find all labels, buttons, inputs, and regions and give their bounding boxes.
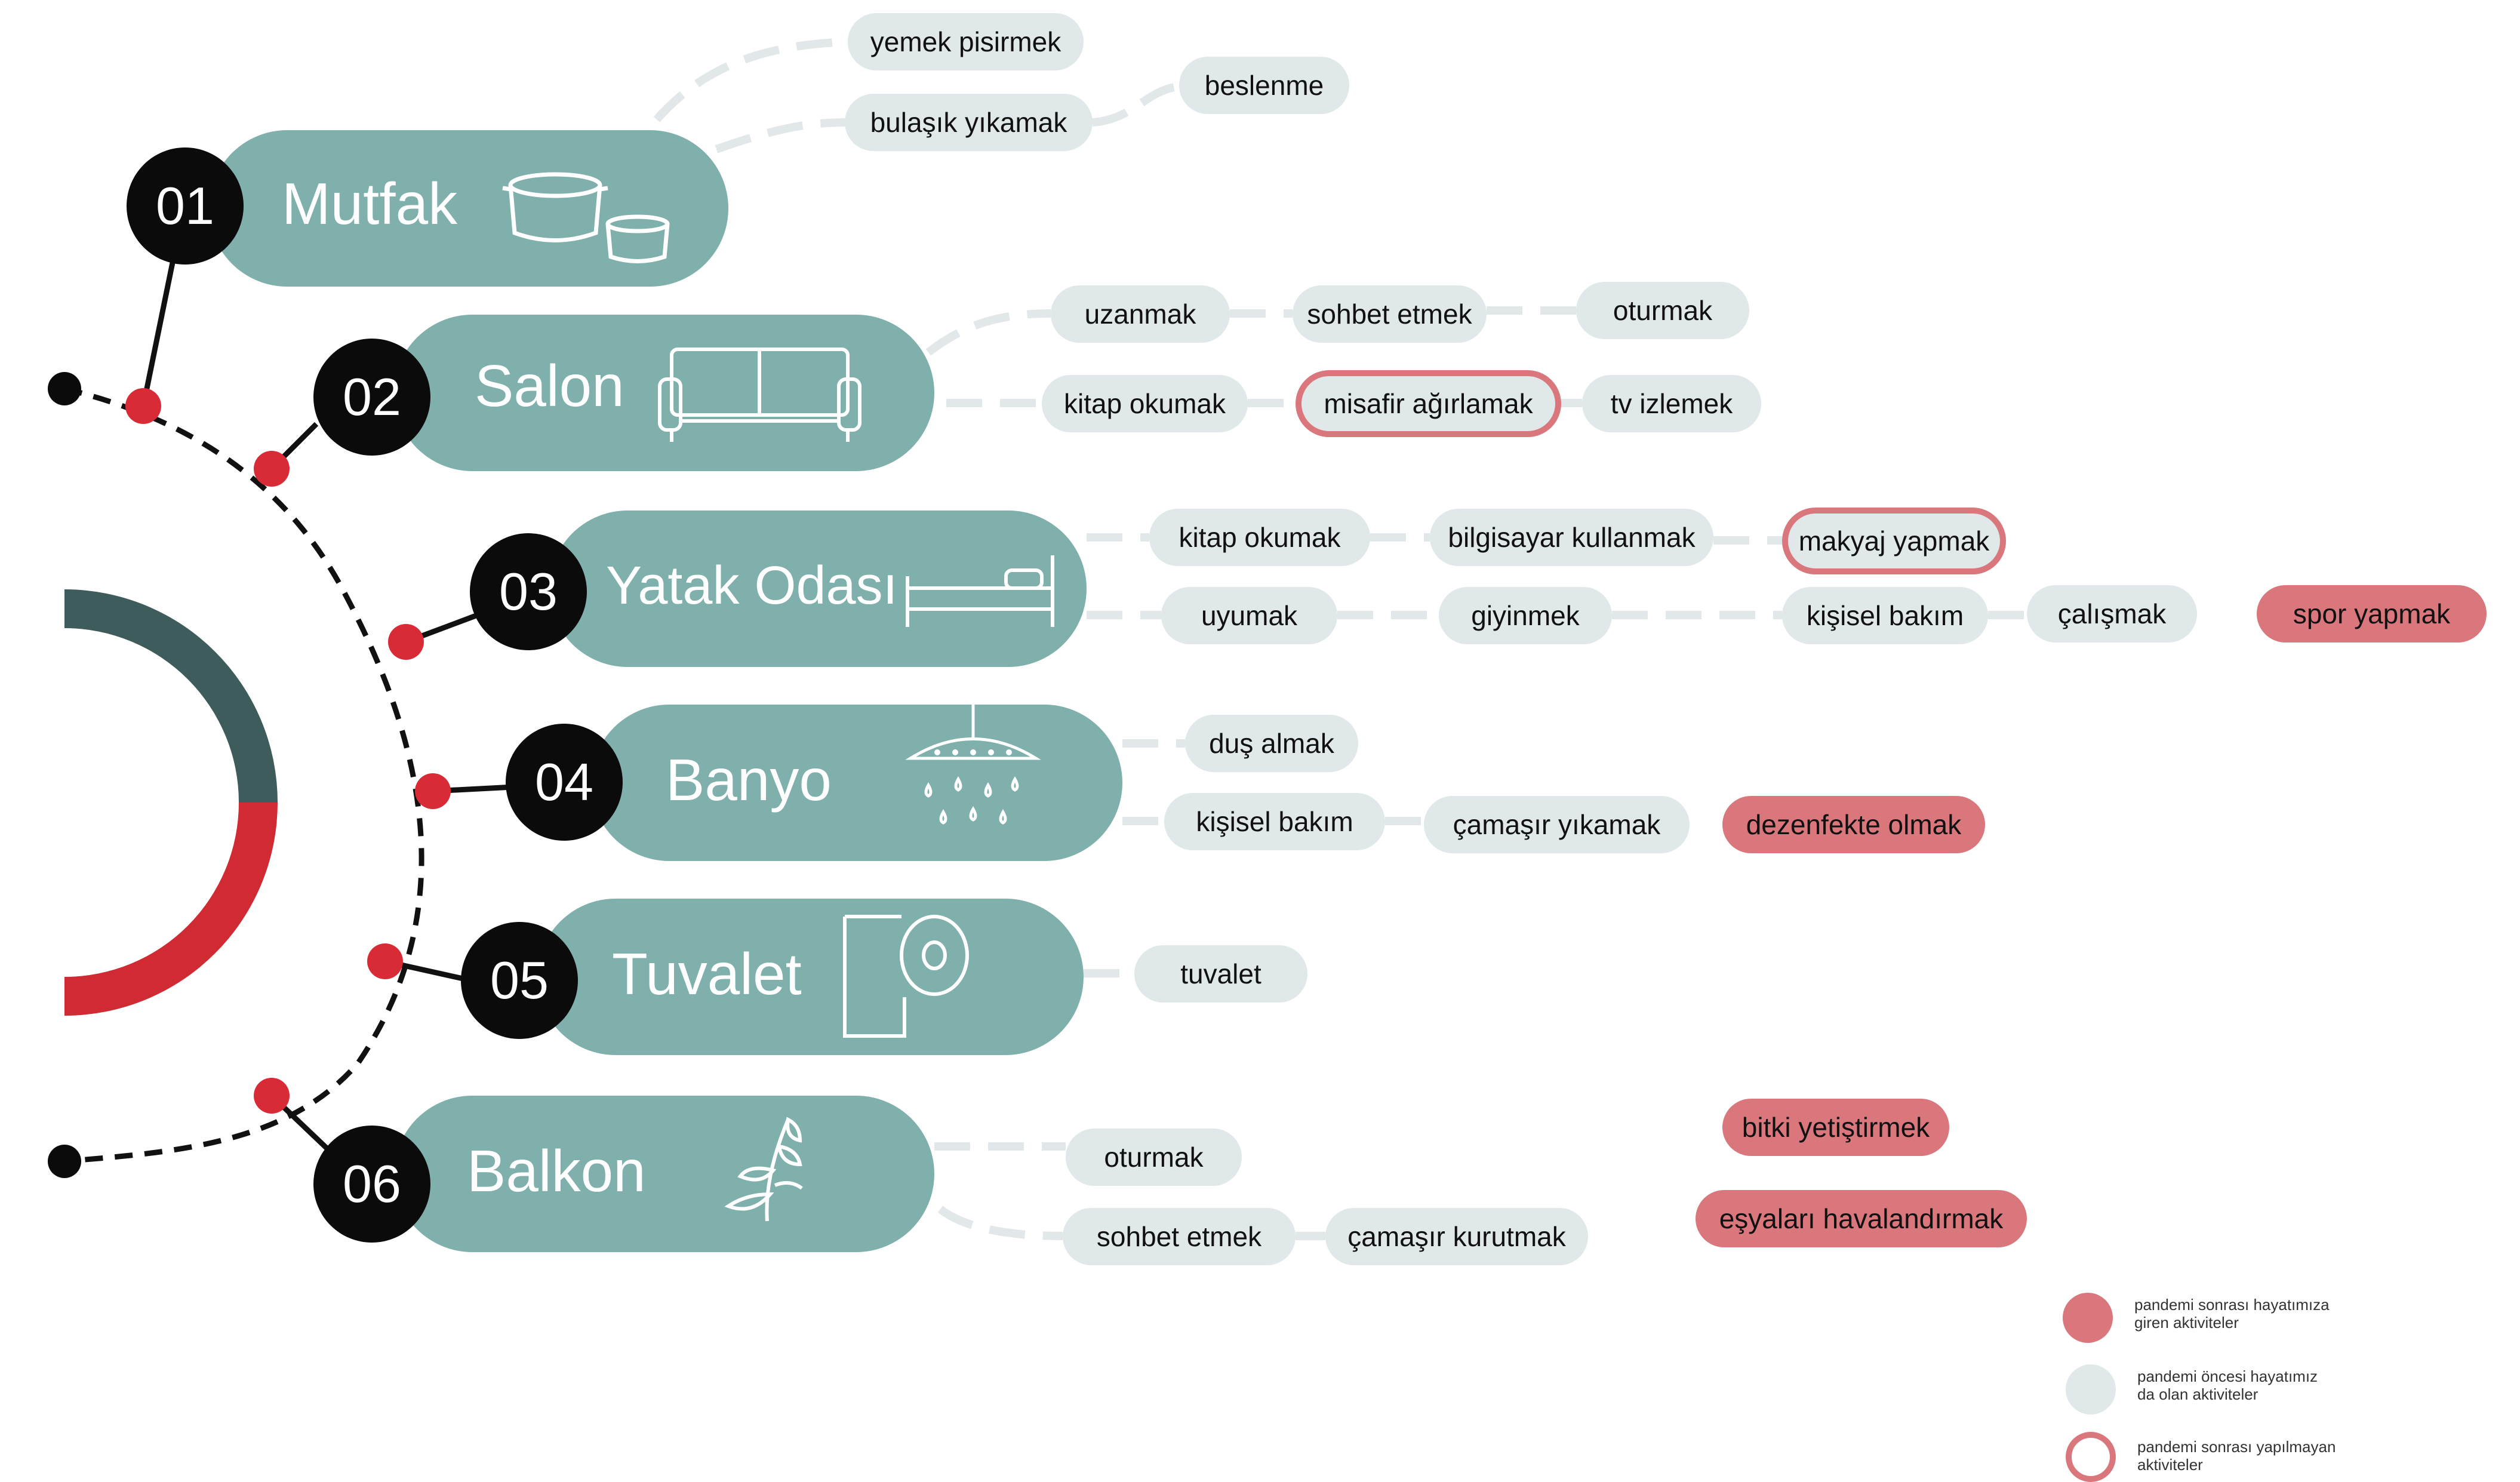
- activity-pill: yemek pisirmek: [848, 13, 1084, 70]
- arc-dark: [64, 589, 278, 803]
- activity-pill: çamaşır yıkamak: [1424, 796, 1690, 853]
- activity-pill: bulaşık yıkamak: [845, 94, 1093, 151]
- bed-icon: [906, 555, 1054, 627]
- sofa-icon: [658, 348, 861, 442]
- room-number: 05: [461, 922, 578, 1039]
- activity-pill: çamaşır kurutmak: [1325, 1208, 1588, 1265]
- activity-pill-not-done: makyaj yapmak: [1782, 508, 2006, 574]
- room-name: Salon: [475, 353, 624, 419]
- activity-pill: tuvalet: [1134, 945, 1307, 1003]
- activity-pill: uyumak: [1161, 587, 1337, 644]
- room-number: 01: [127, 147, 244, 265]
- activity-pill: kitap okumak: [1149, 509, 1370, 566]
- room-tuvalet: [537, 899, 1084, 1055]
- room-name: Yatak Odası: [606, 556, 898, 616]
- timeline-end: [48, 1145, 81, 1178]
- timeline-arc: [63, 386, 424, 1164]
- legend-swatch-pre: [2066, 1364, 2116, 1415]
- pots-icon: [502, 172, 670, 263]
- shower-icon: [905, 702, 1041, 825]
- room-name: Banyo: [666, 747, 832, 813]
- room-number: 02: [313, 339, 430, 456]
- activity-pill: sohbet etmek: [1063, 1208, 1296, 1265]
- legend-label: pandemi sonrası yapılmayan aktiviteler: [2137, 1438, 2336, 1474]
- activity-pill: giyinmek: [1439, 587, 1612, 644]
- room-banyo: [591, 705, 1122, 861]
- activity-pill: bilgisayar kullanmak: [1430, 509, 1713, 566]
- room-balkon: [394, 1096, 934, 1252]
- activity-pill: duş almak: [1185, 715, 1358, 772]
- activity-pill: beslenme: [1179, 57, 1349, 114]
- activity-pill: kitap okumak: [1042, 375, 1248, 432]
- activity-pill-new: eşyaları havalandırmak: [1696, 1190, 2027, 1247]
- activity-pill: kişisel bakım: [1164, 793, 1385, 850]
- activity-pill: tv izlemek: [1582, 375, 1761, 432]
- room-name: Balkon: [467, 1138, 646, 1204]
- plant-icon: [724, 1117, 803, 1222]
- activity-pill-not-done: misafir ağırlamak: [1296, 370, 1561, 437]
- timeline-start: [48, 372, 81, 405]
- activity-pill-new: spor yapmak: [2257, 585, 2487, 642]
- activity-pill: uzanmak: [1051, 285, 1230, 343]
- room-name: Mutfak: [282, 171, 458, 236]
- room-salon: [394, 315, 934, 471]
- room-number: 06: [313, 1126, 430, 1243]
- activity-pill: sohbet etmek: [1293, 285, 1487, 343]
- activity-pill-new: dezenfekte olmak: [1722, 796, 1985, 853]
- legend-label: pandemi öncesi hayatımız da olan aktivit…: [2137, 1367, 2318, 1403]
- room-name: Tuvalet: [612, 941, 802, 1007]
- arc-red: [64, 803, 278, 1016]
- activity-pill: çalışmak: [2027, 585, 2197, 642]
- toilet-paper-icon: [843, 915, 969, 1038]
- activity-pill: oturmak: [1576, 282, 1749, 339]
- room-number: 03: [470, 533, 587, 650]
- legend-label: pandemi sonrası hayatımıza giren aktivit…: [2134, 1296, 2330, 1332]
- activity-pill: kişisel bakım: [1782, 587, 1988, 644]
- legend-swatch-not-done: [2066, 1432, 2116, 1482]
- activity-pill: oturmak: [1066, 1129, 1242, 1186]
- legend-swatch-new: [2063, 1293, 2113, 1343]
- activity-pill-new: bitki yetiştirmek: [1722, 1099, 1949, 1156]
- room-number: 04: [506, 724, 623, 841]
